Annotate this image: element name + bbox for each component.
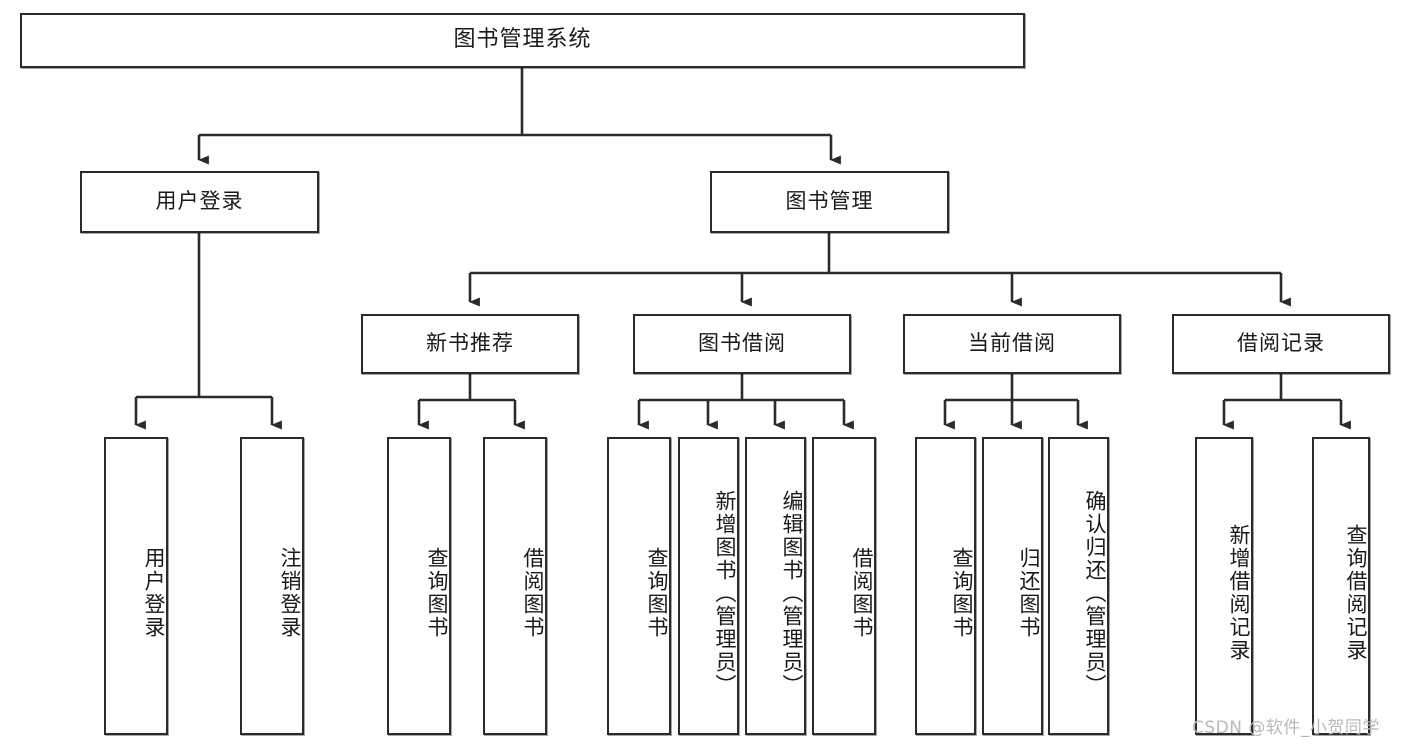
leaf-borrow-book-rec[interactable]: 借阅图书	[483, 437, 547, 735]
leaf-query-book-borrow-label: 查询图书	[645, 547, 669, 639]
node-borrow-record-label: 借阅记录	[1237, 331, 1325, 356]
leaf-edit-book[interactable]: 编辑图书（管理员）	[745, 437, 806, 735]
leaf-user-login[interactable]: 用户登录	[104, 437, 168, 735]
leaf-borrow-book-label: 借阅图书	[850, 547, 874, 639]
leaf-user-logout[interactable]: 注销登录	[240, 437, 304, 735]
node-book-manage-label: 图书管理	[785, 189, 874, 214]
leaf-add-book[interactable]: 新增图书（管理员）	[678, 437, 739, 735]
leaf-return-book-label: 归还图书	[1017, 547, 1041, 639]
leaf-query-book-borrow[interactable]: 查询图书	[607, 437, 671, 735]
leaf-user-logout-label: 注销登录	[278, 547, 302, 639]
csdn-watermark: CSDN @软件_小贺同学	[1192, 718, 1380, 738]
leaf-add-borrow-record-label: 新增借阅记录	[1227, 524, 1251, 662]
leaf-query-borrow-record[interactable]: 查询借阅记录	[1312, 437, 1370, 735]
leaf-query-book-cur-label: 查询图书	[950, 547, 974, 639]
leaf-query-book-rec[interactable]: 查询图书	[387, 437, 451, 735]
leaf-user-login-label: 用户登录	[142, 547, 166, 639]
leaf-return-book[interactable]: 归还图书	[982, 437, 1043, 735]
leaf-confirm-return-label: 确认归还（管理员）	[1083, 489, 1107, 697]
node-root[interactable]: 图书管理系统	[20, 13, 1025, 68]
leaf-add-borrow-record[interactable]: 新增借阅记录	[1195, 437, 1253, 735]
leaf-add-book-label: 新增图书（管理员）	[713, 489, 737, 697]
leaf-confirm-return[interactable]: 确认归还（管理员）	[1048, 437, 1109, 735]
leaf-query-book-cur[interactable]: 查询图书	[915, 437, 976, 735]
node-current-borrow-label: 当前借阅	[968, 331, 1056, 356]
node-root-label: 图书管理系统	[453, 27, 592, 53]
node-user-login-label: 用户登录	[155, 189, 244, 214]
node-book-borrow[interactable]: 图书借阅	[633, 314, 851, 374]
node-user-login[interactable]: 用户登录	[80, 171, 319, 233]
node-new-book-rec-label: 新书推荐	[426, 331, 514, 356]
node-book-manage[interactable]: 图书管理	[710, 171, 949, 233]
node-borrow-record[interactable]: 借阅记录	[1172, 314, 1390, 374]
node-new-book-rec[interactable]: 新书推荐	[361, 314, 579, 374]
leaf-query-borrow-record-label: 查询借阅记录	[1344, 524, 1368, 662]
leaf-borrow-book[interactable]: 借阅图书	[812, 437, 876, 735]
leaf-edit-book-label: 编辑图书（管理员）	[780, 489, 804, 697]
leaf-borrow-book-rec-label: 借阅图书	[521, 547, 545, 639]
node-book-borrow-label: 图书借阅	[698, 331, 786, 356]
node-current-borrow[interactable]: 当前借阅	[903, 314, 1121, 374]
leaf-query-book-rec-label: 查询图书	[425, 547, 449, 639]
